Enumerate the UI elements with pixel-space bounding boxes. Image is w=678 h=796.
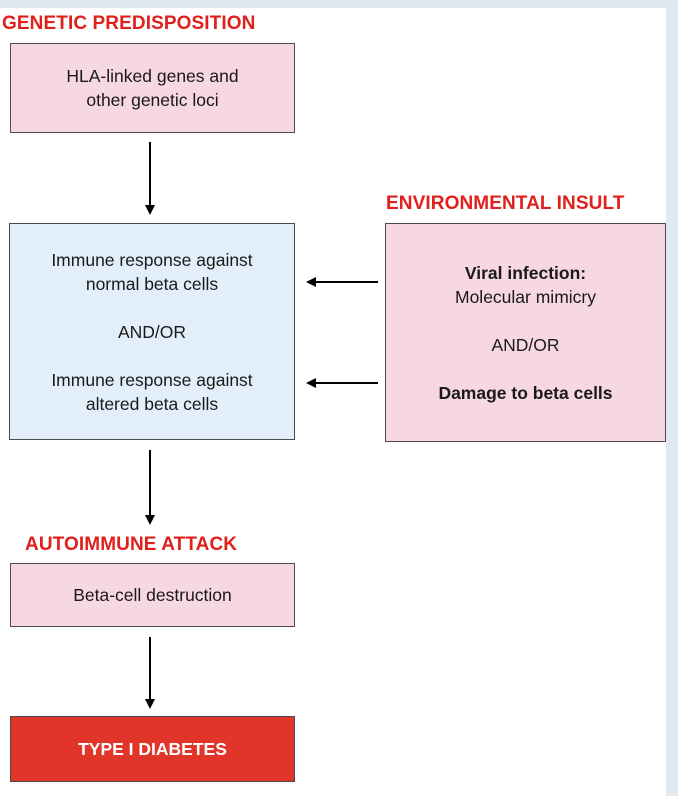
- destruction-box-label: Beta-cell destruction: [73, 585, 232, 605]
- environmental-box-title: Viral infection:: [464, 262, 587, 283]
- frame-right: [666, 0, 678, 796]
- heading-environmental-insult: ENVIRONMENTAL INSULT: [386, 193, 625, 214]
- heading-genetic-predisposition: GENETIC PREDISPOSITION: [2, 13, 256, 34]
- immune-box-line-2: normal beta cells: [85, 273, 219, 294]
- immune-response-box: Immune response against normal beta cell…: [9, 223, 295, 440]
- outcome-box-label: TYPE I DIABETES: [78, 739, 227, 759]
- immune-box-line-3: Immune response against: [51, 369, 253, 390]
- environmental-box-connector: AND/OR: [491, 334, 560, 355]
- genetic-box-line-2: other genetic loci: [86, 90, 219, 110]
- environmental-box-line-2: Damage to beta cells: [438, 382, 613, 403]
- immune-box-line-4: altered beta cells: [85, 393, 219, 414]
- destruction-box: Beta-cell destruction: [10, 563, 295, 627]
- outcome-box: TYPE I DIABETES: [10, 716, 295, 782]
- environmental-box-line-1: Molecular mimicry: [455, 286, 596, 307]
- heading-autoimmune-attack: AUTOIMMUNE ATTACK: [25, 534, 238, 555]
- immune-box-line-1: Immune response against: [51, 249, 253, 270]
- immune-box-connector: AND/OR: [117, 321, 187, 342]
- frame-top: [0, 0, 678, 8]
- genetic-box: HLA-linked genes and other genetic loci: [10, 43, 295, 133]
- environmental-box: Viral infection: Molecular mimicry AND/O…: [385, 223, 666, 442]
- genetic-box-line-1: HLA-linked genes and: [66, 66, 239, 86]
